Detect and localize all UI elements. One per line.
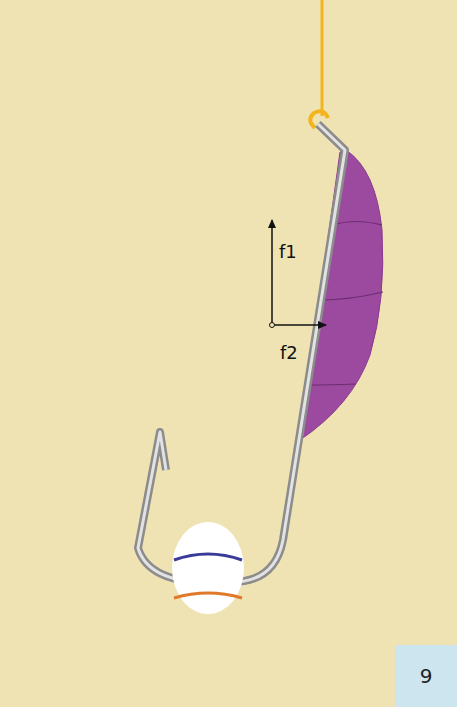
- figure-number: 9: [420, 664, 433, 688]
- fishing-line: [321, 0, 324, 116]
- figure-number-box: 9: [395, 645, 457, 707]
- bead: [172, 522, 244, 614]
- force-arrows: [270, 220, 327, 328]
- hook: [138, 124, 345, 583]
- force-label: f1: [279, 243, 297, 261]
- force-label: f2: [280, 344, 298, 362]
